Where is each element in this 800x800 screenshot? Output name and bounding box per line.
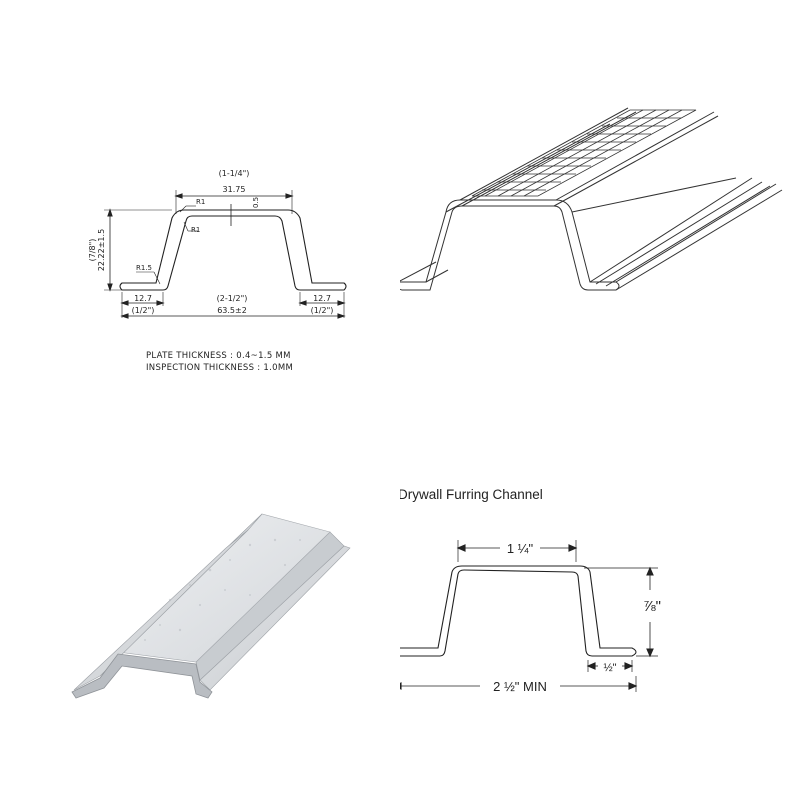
iso-front-profile — [400, 199, 620, 291]
dim-top-inch: (1-1/4") — [219, 169, 250, 178]
dim-bottom-mm: 63.5±2 — [217, 306, 247, 315]
dim-right-flange-mm: 12.7 — [313, 294, 331, 303]
product-render-panel — [0, 400, 400, 800]
furring-profile — [400, 565, 637, 657]
note-plate-thickness: PLATE THICKNESS : 0.4~1.5 MM — [146, 351, 291, 361]
dim-left-flange-mm: 12.7 — [134, 294, 152, 303]
render-front-end — [71, 653, 213, 699]
dim-bottom-inch: (2-1/2") — [217, 294, 248, 303]
dim-r15: R1.5 — [136, 264, 152, 272]
dim-bottom-width: 2 ½" MIN — [493, 679, 547, 694]
dim-r1-b: R1 — [191, 226, 200, 234]
dim-height-inch: (7/8") — [88, 239, 97, 262]
dim-height-mm: 22.22±1.5 — [97, 229, 106, 271]
cross-section-panel: (1-1/4") 31.75 R1 R1 0.5 (7/8") 22.22±1.… — [0, 0, 400, 400]
cross-section-drawing: (1-1/4") 31.75 R1 R1 0.5 (7/8") 22.22±1.… — [88, 169, 347, 373]
render-left-flange — [73, 529, 249, 691]
dim-left-flange-inch: (1/2") — [132, 306, 155, 315]
furring-channel-dims-panel: Drywall Furring Channel — [400, 400, 800, 800]
dim-top-width: 1 ¼" — [507, 541, 534, 556]
dim-height: ⅞" — [643, 598, 661, 615]
dim-top-mm: 31.75 — [223, 185, 246, 194]
isometric-drawing-panel — [400, 0, 800, 400]
furring-channel-dims-drawing: Drywall Furring Channel — [400, 487, 661, 694]
dim-flange: ½" — [603, 662, 616, 674]
dim-right-flange-inch: (1/2") — [311, 306, 334, 315]
grid-pattern — [471, 109, 697, 197]
profile-outer — [119, 209, 347, 291]
note-inspection-thickness: INSPECTION THICKNESS : 1.0MM — [146, 363, 293, 373]
isometric-drawing — [400, 107, 783, 291]
furring-channel-render — [71, 513, 351, 699]
diagram-title: Drywall Furring Channel — [400, 487, 543, 502]
dim-thickness: 0.5 — [252, 197, 260, 208]
dim-r1-a: R1 — [196, 198, 205, 206]
